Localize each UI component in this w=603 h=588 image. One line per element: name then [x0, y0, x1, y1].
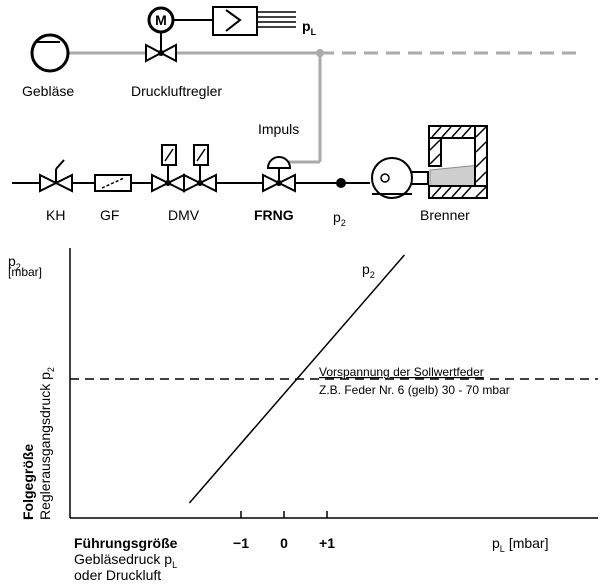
y-axis-title-bold: Folgegröße [20, 444, 36, 520]
x-ticks: −1 0 +1 [233, 511, 335, 551]
y-unit: [mbar] [8, 265, 42, 279]
series-p2-label: p2 [362, 261, 375, 280]
dmv-label: DMV [168, 207, 200, 223]
air-regulator-valve-icon [145, 43, 177, 63]
x-unit-label: pL[mbar] [492, 535, 549, 554]
x-axis-title-line2: Gebläsedruck pL [74, 551, 177, 570]
p2-measuring-point [336, 178, 346, 188]
motor-icon: M [147, 6, 175, 34]
y-symbol: p2 [8, 253, 21, 272]
kh-label: KH [46, 207, 65, 223]
kh-valve-icon [39, 159, 73, 193]
impulse-label: Impuls [258, 121, 299, 137]
x-tick-label: −1 [233, 535, 249, 551]
blower-label: Gebläse [22, 83, 74, 99]
pL-label: pL [302, 18, 317, 37]
x-axis-title-bold: Führungsgröße [74, 535, 178, 551]
motor-label: M [155, 12, 167, 28]
x-axis-title-line3: oder Druckluft [74, 567, 161, 583]
x-tick-label: +1 [319, 535, 335, 551]
p2-label: p2 [333, 209, 346, 228]
junction-dot [316, 49, 324, 57]
chart: p2 [mbar] Folgegröße Reglerausgangsdruck… [8, 248, 598, 583]
pressure-sensor-icon [212, 6, 296, 36]
y-axis-title: Reglerausgangsdruck p2 [37, 367, 56, 520]
dmv-valve-icon [151, 144, 217, 193]
schematic: M pL Gebläse Druckluftregler Impuls [12, 6, 580, 228]
gf-label: GF [100, 207, 119, 223]
burner-icon [371, 125, 488, 199]
series-p2-line [188, 254, 405, 504]
preload-label-line2: Z.B. Feder Nr. 6 (gelb) 30 - 70 mbar [319, 383, 510, 397]
regulator-label: Druckluftregler [131, 83, 222, 99]
gf-filter-icon [94, 174, 132, 192]
x-tick-label: 0 [280, 535, 288, 551]
preload-label-line1: Vorspannung der Sollwertfeder [319, 365, 484, 379]
burner-label: Brenner [420, 207, 470, 223]
blower-icon [30, 33, 70, 73]
frng-label: FRNG [254, 207, 294, 223]
frng-regulator-icon [262, 156, 296, 193]
